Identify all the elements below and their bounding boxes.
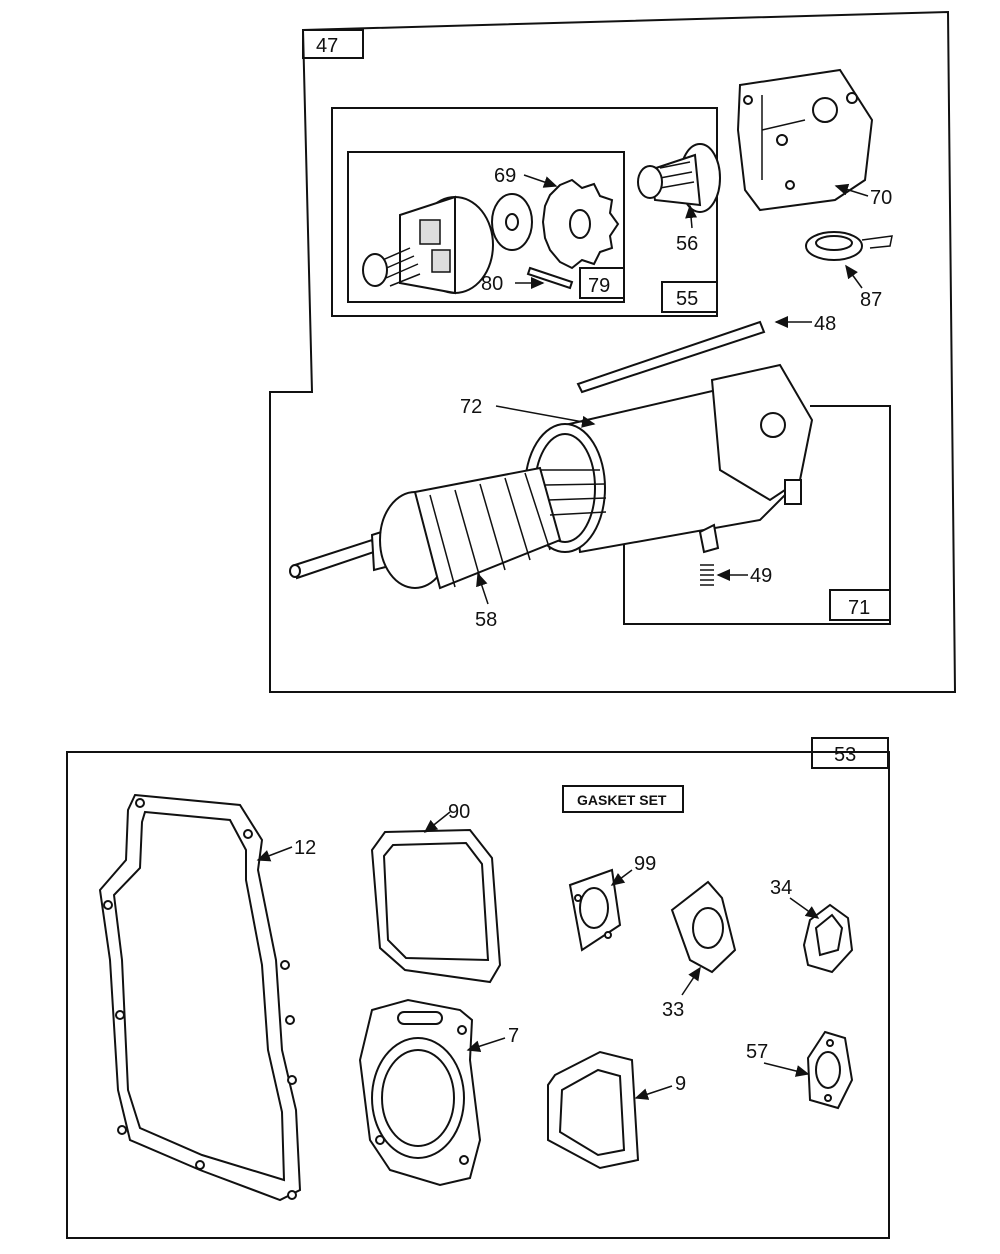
gasket-set-title-box bbox=[562, 785, 684, 813]
callout-49: 49 bbox=[750, 565, 772, 587]
drive-assembly-label-box bbox=[661, 281, 718, 313]
callout-57: 57 bbox=[746, 1041, 768, 1063]
callout-87: 87 bbox=[860, 289, 882, 311]
clutch-housing-drawing bbox=[362, 195, 494, 295]
callout-48: 48 bbox=[814, 313, 836, 335]
starter-drive-drawing bbox=[637, 143, 721, 213]
panel-47-label: 47 bbox=[316, 35, 338, 57]
drive-inner-label-box bbox=[579, 267, 625, 299]
starter-motor-panel: 47 55 79 71 bbox=[269, 10, 957, 693]
gasket-set-title: GASKET SET bbox=[577, 792, 667, 808]
callout-7: 7 bbox=[508, 1025, 519, 1047]
callout-9: 9 bbox=[675, 1073, 686, 1095]
panel-53-label: 53 bbox=[834, 744, 856, 766]
drive-assembly-label: 55 bbox=[676, 288, 698, 310]
callout-69: 69 bbox=[494, 165, 516, 187]
valve-cover-gasket-drawing bbox=[370, 828, 502, 984]
through-bolt-drawing bbox=[576, 320, 766, 394]
panel-47-label-box bbox=[302, 29, 364, 59]
callout-80: 80 bbox=[481, 273, 503, 295]
seal-drawing bbox=[805, 231, 893, 261]
breather-gasket-drawing bbox=[802, 903, 854, 974]
pin-drawing bbox=[526, 266, 574, 290]
motor-housing-drawing bbox=[524, 363, 814, 554]
panel-53-outline bbox=[66, 751, 890, 1239]
exhaust-gasket-drawing bbox=[806, 1030, 854, 1110]
spring-drawing bbox=[700, 564, 714, 586]
end-cap-label-box bbox=[829, 589, 891, 621]
callout-56: 56 bbox=[676, 233, 698, 255]
end-cap-box bbox=[623, 405, 891, 625]
callout-12: 12 bbox=[294, 837, 316, 859]
crankcase-gasket-drawing bbox=[98, 793, 302, 1202]
end-bracket-drawing bbox=[736, 68, 874, 212]
intake-gasket-drawing bbox=[568, 868, 622, 952]
intake-manifold-gasket-drawing bbox=[547, 1050, 640, 1170]
cylinder-head-gasket-drawing bbox=[358, 998, 482, 1187]
callout-70: 70 bbox=[870, 187, 892, 209]
callout-72: 72 bbox=[460, 396, 482, 418]
callout-58: 58 bbox=[475, 609, 497, 631]
callout-34: 34 bbox=[770, 877, 792, 899]
drive-assembly-box bbox=[331, 107, 718, 317]
armature-drawing bbox=[289, 466, 607, 590]
panel-53-label-box bbox=[811, 737, 889, 769]
drive-inner-box bbox=[347, 151, 625, 303]
callout-99: 99 bbox=[634, 853, 656, 875]
callout-33: 33 bbox=[662, 999, 684, 1021]
carburetor-gasket-drawing bbox=[670, 880, 737, 974]
panel-47-outline bbox=[269, 10, 957, 693]
gasket-set-panel: 53 GASKET SET bbox=[66, 737, 890, 1239]
drive-inner-label: 79 bbox=[588, 275, 610, 297]
callout-90: 90 bbox=[448, 801, 470, 823]
end-cap-label: 71 bbox=[848, 597, 870, 619]
